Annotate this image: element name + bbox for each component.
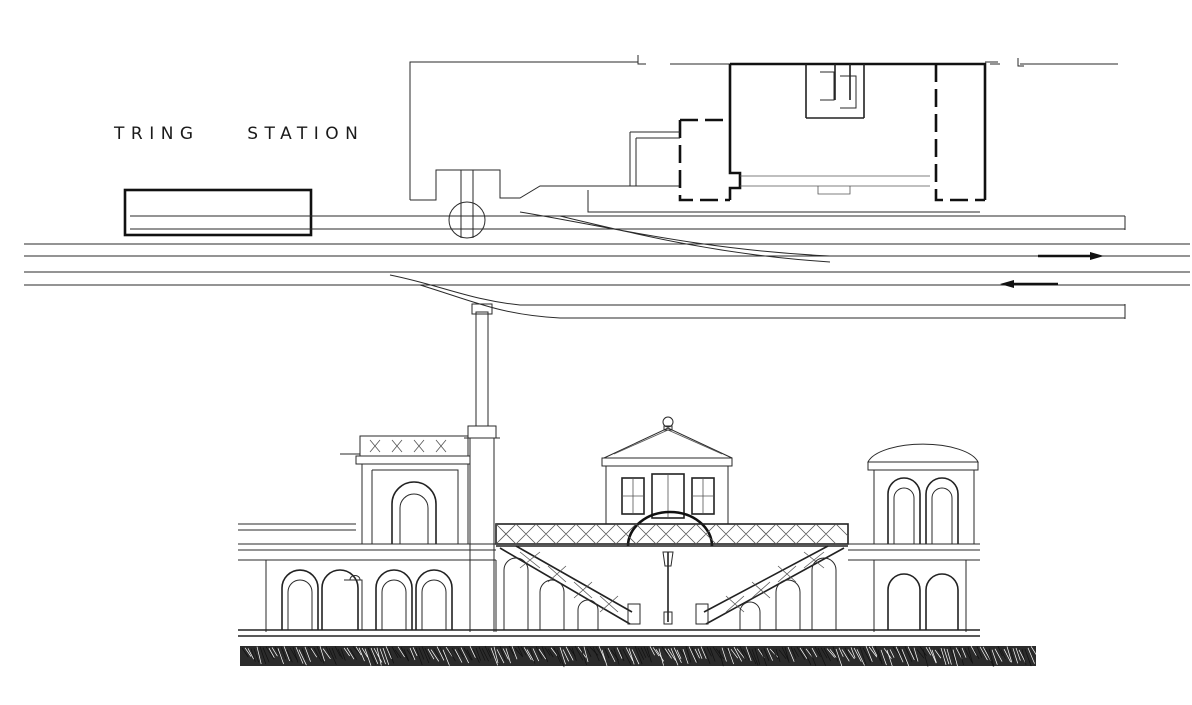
building-dashed-walls	[678, 64, 985, 202]
left-staircase	[499, 545, 641, 625]
station-title: TRING STATION	[114, 124, 365, 144]
platform-wall	[238, 523, 980, 632]
turntable-road	[460, 170, 474, 238]
upper-platform-outline	[409, 61, 1118, 201]
left-tower	[340, 435, 471, 545]
left-platform-building	[123, 188, 313, 237]
chimney	[464, 303, 500, 632]
platform-edge-right	[587, 190, 980, 213]
booking-hall	[601, 416, 733, 547]
booking-office	[820, 71, 857, 109]
stair-hatch	[740, 175, 930, 195]
side-wing	[629, 131, 680, 186]
plan-view	[24, 55, 1190, 319]
ground-line	[238, 629, 980, 637]
platform-end-marks	[637, 55, 1024, 67]
station-building-plan	[728, 62, 987, 200]
lamp-post	[662, 551, 674, 625]
right-tower	[867, 443, 979, 545]
footbridge	[495, 523, 849, 547]
east-arrow	[1038, 252, 1104, 260]
turntable	[448, 201, 486, 239]
building-interior	[805, 64, 865, 119]
right-staircase	[695, 545, 845, 625]
ground-hatching	[240, 645, 1039, 668]
west-arrow	[1000, 280, 1058, 288]
elevation-view	[238, 303, 1039, 668]
railway-tracks	[24, 211, 1190, 319]
